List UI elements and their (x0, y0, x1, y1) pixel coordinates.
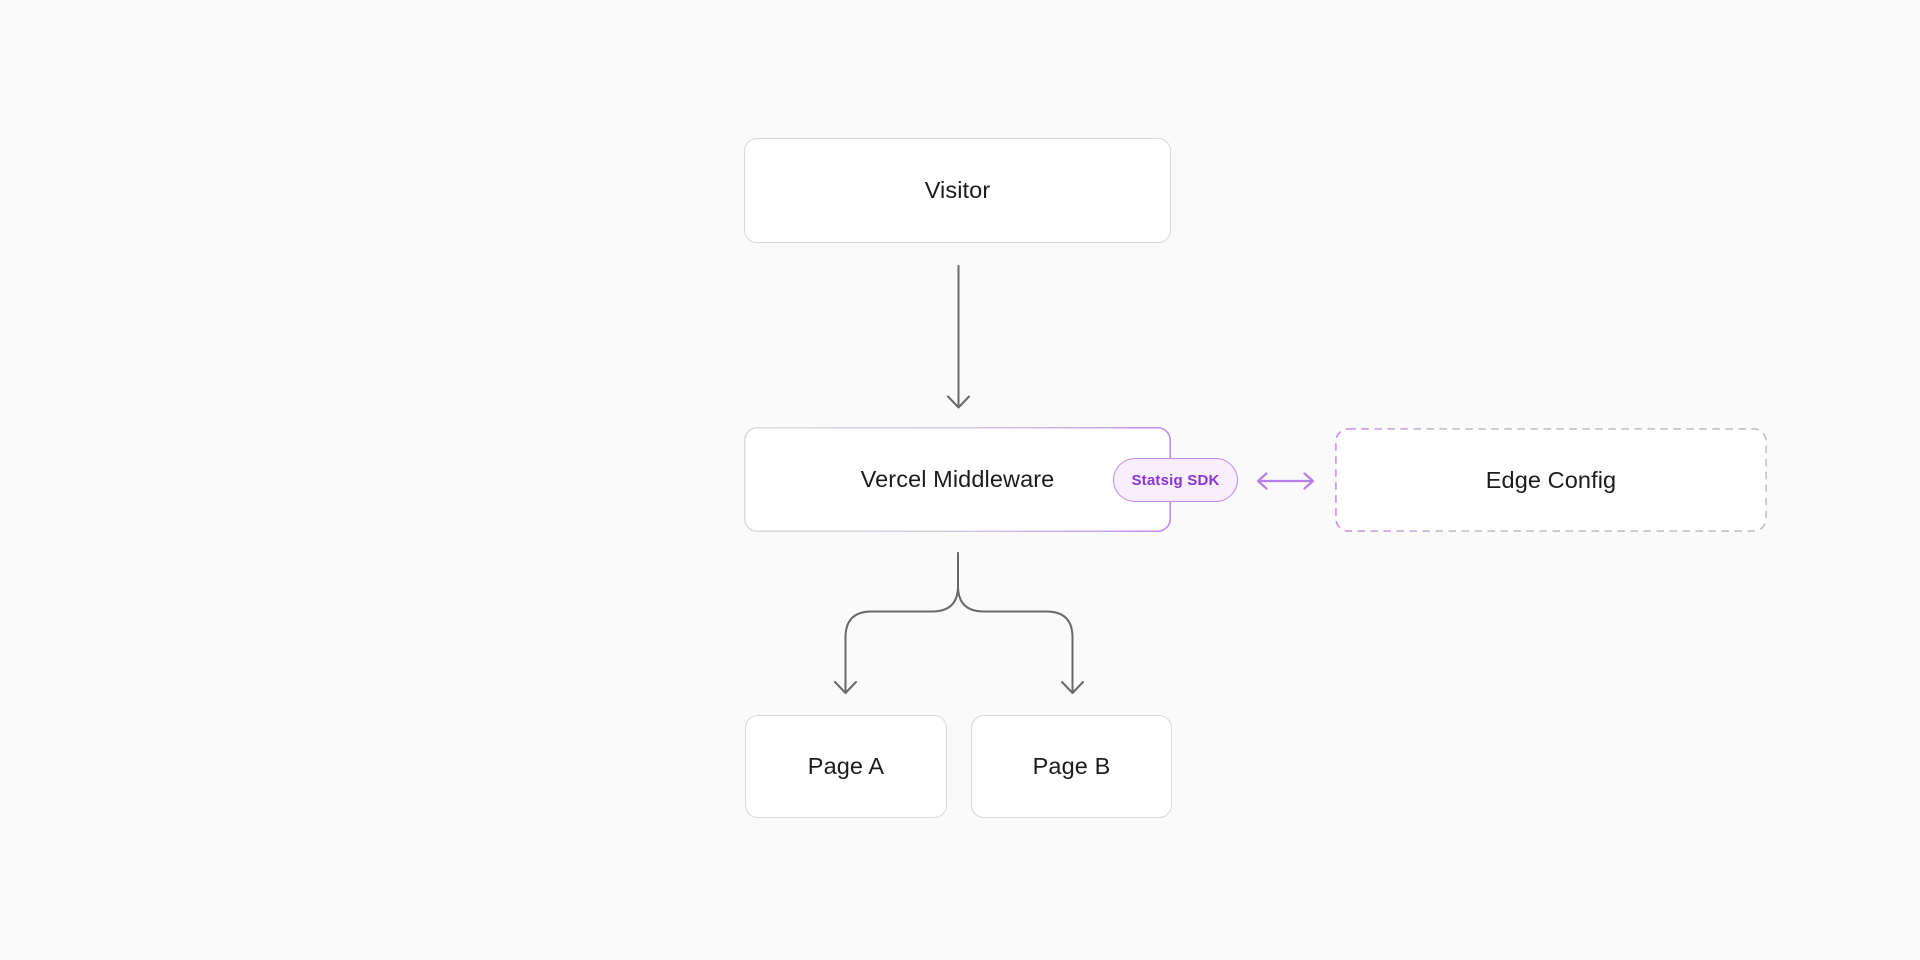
arrowhead-left-icon (1256, 472, 1268, 490)
arrowhead-down-icon (1061, 681, 1084, 694)
node-page-b: Page B (971, 715, 1172, 818)
arrow-middleware-edge-config-bidirectional (1256, 472, 1315, 490)
arrow-visitor-to-middleware (947, 265, 970, 409)
node-middleware-label: Vercel Middleware (860, 466, 1055, 492)
node-visitor-label: Visitor (924, 177, 991, 203)
node-middleware: Vercel Middleware (744, 427, 1171, 532)
arrow-middleware-to-page-b (957, 552, 1084, 694)
statsig-sdk-badge-label: Statsig SDK (1131, 471, 1220, 489)
statsig-sdk-badge: Statsig SDK (1113, 458, 1238, 502)
node-page-b-label: Page B (1032, 753, 1111, 779)
node-visitor: Visitor (744, 138, 1171, 243)
node-page-a: Page A (745, 715, 947, 818)
arrowhead-right-icon (1303, 472, 1315, 490)
node-edge-config-label: Edge Config (1485, 466, 1617, 493)
arrowhead-down-icon (947, 395, 970, 409)
node-page-a-label: Page A (807, 753, 885, 779)
node-edge-config: Edge Config (1335, 428, 1767, 532)
arrowhead-down-icon (834, 681, 857, 694)
arrow-middleware-to-page-a (834, 552, 959, 694)
